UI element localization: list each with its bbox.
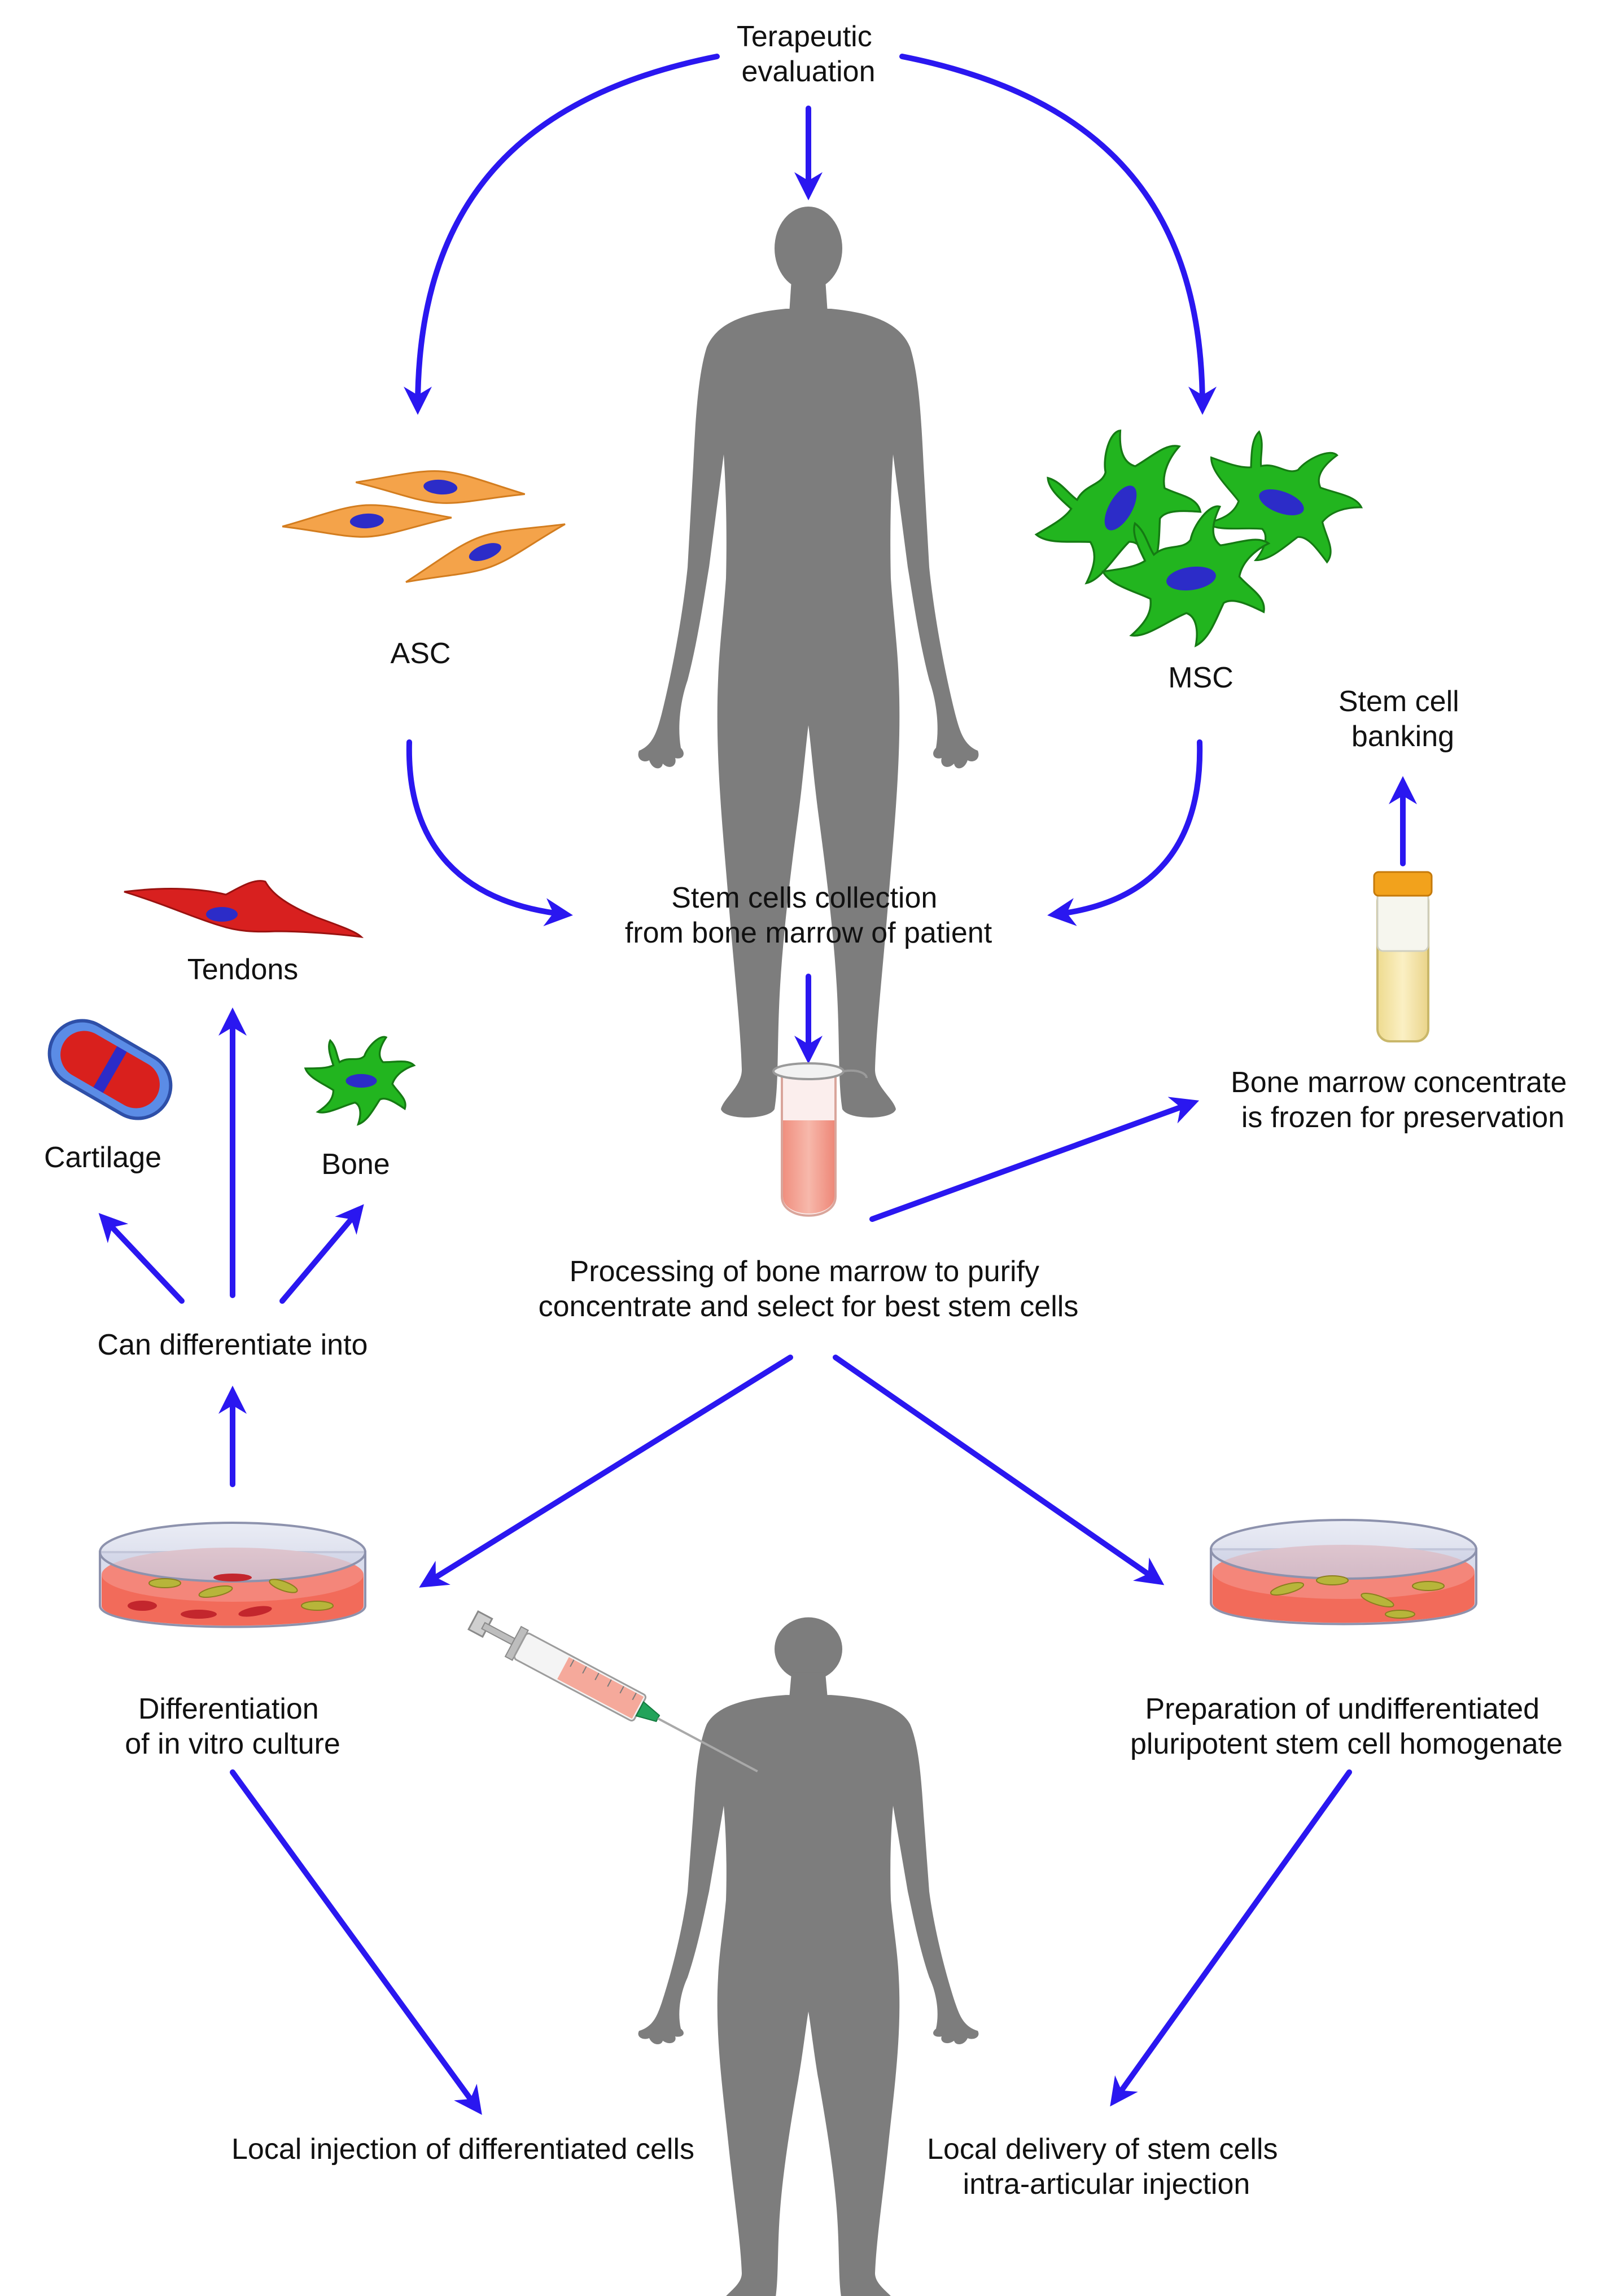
test-tube-icon (772, 1062, 868, 1217)
asc-cell-icon (281, 465, 571, 597)
tendons-label: Tendons (187, 953, 299, 986)
human-silhouette-icon (638, 1617, 979, 2296)
arrow-to-asc (404, 54, 720, 415)
arrow-to-left-dish (419, 1355, 793, 1588)
bone-cell-icon (304, 1036, 415, 1125)
cartilage-capsule-icon (47, 1019, 173, 1120)
can-differentiate-label: Can differentiate into (98, 1329, 368, 1361)
stem-cell-banking-label: Stem cell banking (1339, 685, 1467, 753)
arrow-to-cartilage (98, 1213, 185, 1304)
arrow-to-bone (279, 1204, 364, 1304)
processing-label: Processing of bone marrow to purify conc… (539, 1255, 1079, 1323)
differentiation-label: Differentiation of in vitro culture (125, 1693, 340, 1760)
arrow-to-frozen (869, 1097, 1200, 1222)
arrow-asc-to-collection (406, 739, 573, 926)
cryo-vial-icon (1373, 871, 1433, 1042)
arrow-msc-to-collection (1047, 739, 1203, 926)
collection-label: Stem cells collection from bone marrow o… (625, 882, 992, 949)
bone-label: Bone (321, 1148, 390, 1181)
petri-dish-icon (99, 1522, 366, 1628)
asc-label: ASC (391, 637, 451, 670)
therapeutic-evaluation-label: Terapeutic evaluation (737, 20, 880, 88)
petri-dish-icon (1210, 1519, 1477, 1625)
local-delivery-label: Local delivery of stem cells intra-artic… (927, 2133, 1286, 2201)
arrow-to-msc (899, 54, 1217, 415)
syringe-icon (467, 1610, 758, 1773)
arrow-to-local-delivery (1110, 1769, 1352, 2107)
frozen-label: Bone marrow concentrate is frozen for pr… (1231, 1066, 1575, 1134)
preparation-label: Preparation of undifferentiated pluripot… (1130, 1693, 1563, 1760)
msc-label: MSC (1168, 661, 1234, 694)
arrow-to-local-injection (230, 1769, 482, 2115)
tendon-cell-icon (124, 880, 364, 939)
msc-cell-icon (1011, 407, 1377, 658)
cartilage-label: Cartilage (44, 1141, 161, 1174)
local-injection-label: Local injection of differentiated cells (231, 2133, 694, 2166)
arrow-to-right-dish (833, 1355, 1165, 1585)
